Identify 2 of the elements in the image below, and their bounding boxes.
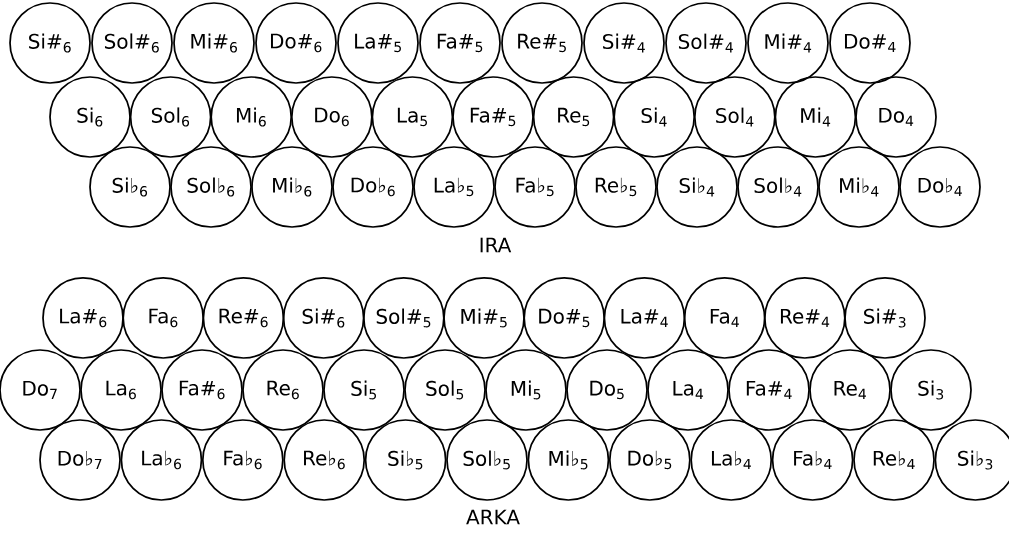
keyboard-label: ARKA: [466, 509, 520, 525]
keyboard-label: IRA: [480, 237, 512, 253]
